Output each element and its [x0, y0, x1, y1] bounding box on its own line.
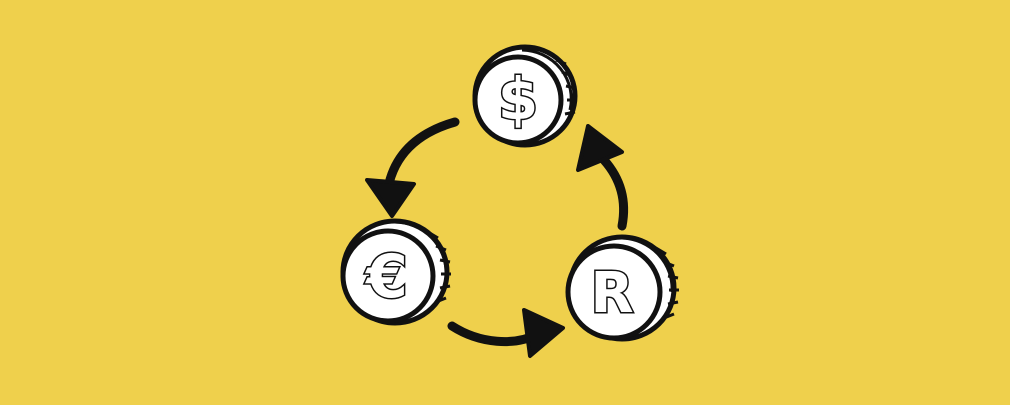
- coin-euro-symbol: €: [364, 242, 408, 312]
- arrow-euro-to-rand-icon: [447, 308, 565, 358]
- coin-euro: €: [340, 218, 451, 326]
- coin-rand-symbol: R: [590, 261, 633, 326]
- arrow-dollar-to-euro-icon: [365, 117, 460, 218]
- coin-dollar: $: [472, 44, 578, 148]
- arrow-rand-to-dollar-icon: [576, 124, 629, 231]
- coin-dollar-symbol: $: [498, 65, 538, 133]
- coin-rand: R: [565, 234, 679, 342]
